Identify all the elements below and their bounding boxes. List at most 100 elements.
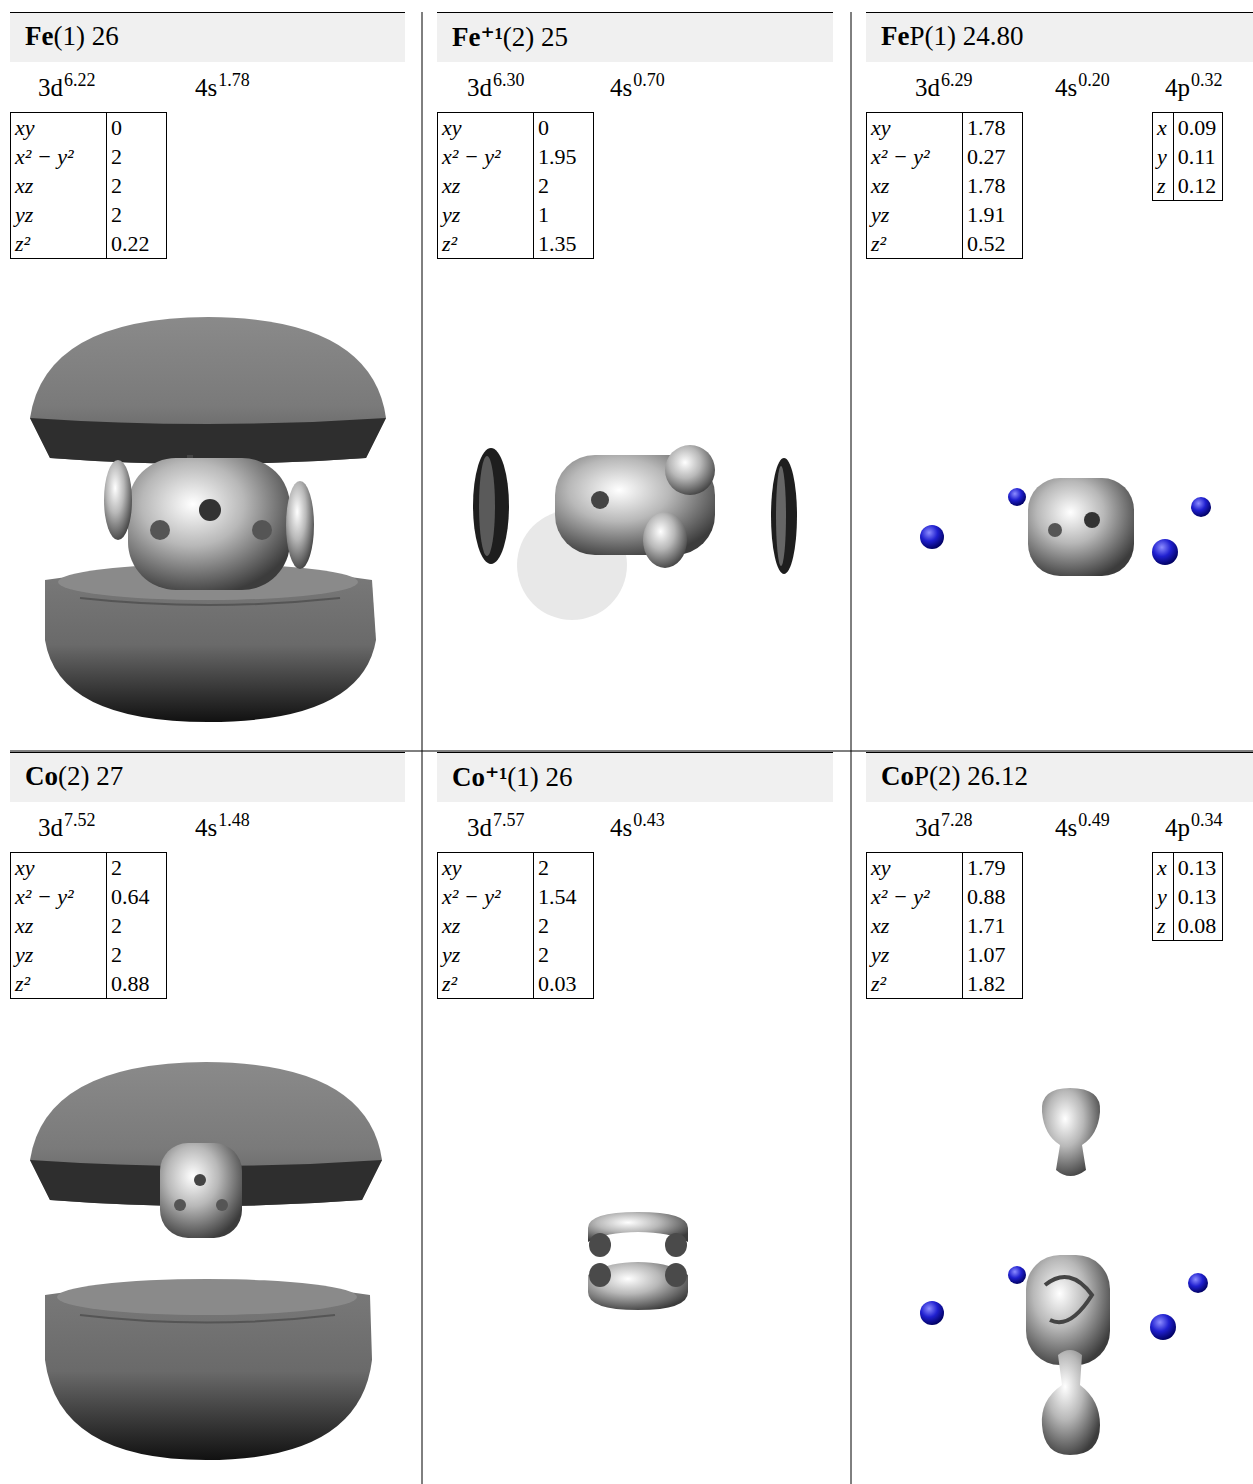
- orbital-name: x² − y²: [442, 884, 501, 909]
- orbital-name: z²: [871, 971, 886, 996]
- shell-name: 4s: [610, 814, 632, 841]
- density-hole: [591, 491, 609, 509]
- orbital-cell: xy: [867, 113, 963, 142]
- occupation-value: 0.64: [111, 884, 150, 909]
- shell-occupation: 4s0.43: [610, 814, 665, 842]
- density-lobe: [643, 512, 687, 568]
- shell-occupancy: 0.20: [1078, 70, 1110, 90]
- density-blob: [128, 458, 290, 590]
- shell-name: 4s: [610, 74, 632, 101]
- figure-panel: Fe⁺¹(2) 253d6.304s0.70xy0x² − y²1.95xz2y…: [437, 12, 833, 732]
- orbital-name: x² − y²: [15, 144, 74, 169]
- occupation-value: 0.27: [967, 144, 1006, 169]
- shell-occupancy: 1.48: [218, 810, 250, 830]
- panel-header: Fe(1) 26: [10, 12, 405, 62]
- p-orbital-table: x0.09y0.11z0.12: [1152, 112, 1223, 201]
- occupation-cell: 2: [534, 940, 593, 969]
- shell-name: 4s: [195, 814, 217, 841]
- fep-density: [920, 478, 1211, 576]
- panel-rule: [851, 12, 852, 1484]
- panel-title: (2) 25: [503, 22, 568, 52]
- occupation-cell: 1: [534, 200, 593, 229]
- orbital-name: xz: [871, 173, 889, 198]
- d-orbital-table: xy1.79x² − y²0.88xz1.71yz1.07z²1.82: [866, 852, 1023, 999]
- occupation-value: 1.95: [538, 144, 577, 169]
- shell-occupation: 3d6.30: [467, 74, 525, 102]
- orbital-cell: x² − y²: [867, 882, 963, 911]
- shell-occupation: 3d6.29: [915, 74, 973, 102]
- occupation-cell: 1.82: [963, 969, 1022, 998]
- panel-header: FeP(1) 24.80: [866, 12, 1253, 62]
- shell-occupancy: 0.34: [1191, 810, 1223, 830]
- shell-name: 3d: [915, 74, 940, 101]
- shell-occupancy: 6.30: [493, 70, 525, 90]
- occupation-cell: 1.71: [963, 911, 1022, 940]
- density-hole: [194, 1174, 206, 1186]
- occupation-cell: 0.09: [1174, 113, 1222, 142]
- occupation-cell: 2: [107, 940, 166, 969]
- orbital-name: xz: [15, 173, 33, 198]
- panel-title: (1) 26: [507, 762, 572, 792]
- occupation-cell: 0.12: [1174, 171, 1222, 200]
- occupation-cell: 2: [534, 911, 593, 940]
- shell-occupation: 4s1.48: [195, 814, 250, 842]
- occupation-cell: 2: [107, 911, 166, 940]
- shell-occupation: 4s0.49: [1055, 814, 1110, 842]
- orbital-name: x² − y²: [15, 884, 74, 909]
- panel-title: P(1) 24.80: [909, 21, 1023, 51]
- figure-panel: Co(2) 273d7.524s1.48xy2x² − y²0.64xz2yz2…: [10, 752, 405, 1472]
- orbital-cell: xz: [11, 911, 107, 940]
- density-torus-cut: [589, 1263, 611, 1287]
- orbital-name: z: [1157, 173, 1166, 198]
- orbital-cell: z²: [438, 969, 534, 998]
- orbital-cell: z²: [867, 229, 963, 258]
- orbital-cell: x² − y²: [438, 882, 534, 911]
- phosphorus-atom: [1008, 1266, 1026, 1284]
- panel-header: Co(2) 27: [10, 752, 405, 802]
- occupation-value: 0: [538, 115, 549, 140]
- figure-panel: FeP(1) 24.803d6.294s0.204p0.32xy1.78x² −…: [866, 12, 1253, 732]
- occupation-cell: 1.78: [963, 113, 1022, 142]
- occupation-cell: 2: [107, 142, 166, 171]
- occupation-value: 0: [111, 115, 122, 140]
- orbital-name: z²: [442, 971, 457, 996]
- orbital-name: xy: [15, 115, 35, 140]
- shell-occupation: 3d7.52: [38, 814, 96, 842]
- orbital-cell: xz: [867, 171, 963, 200]
- orbital-name: x: [1157, 115, 1167, 140]
- phosphorus-atom: [1008, 488, 1026, 506]
- occupation-value: 1: [538, 202, 549, 227]
- occupation-value: 1.79: [967, 855, 1006, 880]
- occupation-value: 1.91: [967, 202, 1006, 227]
- density-lens: [776, 466, 786, 566]
- orbital-cell: xy: [867, 853, 963, 882]
- density-torus-cut: [665, 1263, 687, 1287]
- density-bowl: [80, 598, 340, 605]
- density-cap: [30, 317, 386, 464]
- occupation-cell: 2: [534, 171, 593, 200]
- density-hole: [1084, 512, 1100, 528]
- orbital-cell: yz: [11, 200, 107, 229]
- shell-occupation: 4p0.32: [1165, 74, 1223, 102]
- panel-title: Co: [881, 761, 914, 791]
- figure-panel: CoP(2) 26.123d7.284s0.494p0.34xy1.79x² −…: [866, 752, 1253, 1472]
- phosphorus-atom: [1152, 539, 1178, 565]
- orbital-cell: xz: [867, 911, 963, 940]
- occupation-cell: 0.88: [963, 882, 1022, 911]
- orbital-cell: z: [1153, 911, 1174, 940]
- orbital-name: z: [1157, 913, 1166, 938]
- orbital-cell: yz: [867, 200, 963, 229]
- shell-occupation: 3d7.28: [915, 814, 973, 842]
- figure-panel: Co⁺¹(1) 263d7.574s0.43xy2x² − y²1.54xz2y…: [437, 752, 833, 1472]
- shell-occupation: 3d7.57: [467, 814, 525, 842]
- panel-title: Fe: [25, 21, 53, 51]
- occupation-cell: 0: [107, 113, 166, 142]
- panel-header: Fe⁺¹(2) 25: [437, 12, 833, 62]
- p-orbital-table: x0.13y0.13z0.08: [1152, 852, 1223, 941]
- orbital-name: xy: [871, 855, 891, 880]
- phosphorus-atom: [1188, 1273, 1208, 1293]
- orbital-cell: y: [1153, 882, 1174, 911]
- d-orbital-table: xy2x² − y²0.64xz2yz2z²0.88: [10, 852, 167, 999]
- figure-panel: Fe(1) 263d6.224s1.78xy0x² − y²2xz2yz2z²0…: [10, 12, 405, 732]
- orbital-cell: x: [1153, 853, 1174, 882]
